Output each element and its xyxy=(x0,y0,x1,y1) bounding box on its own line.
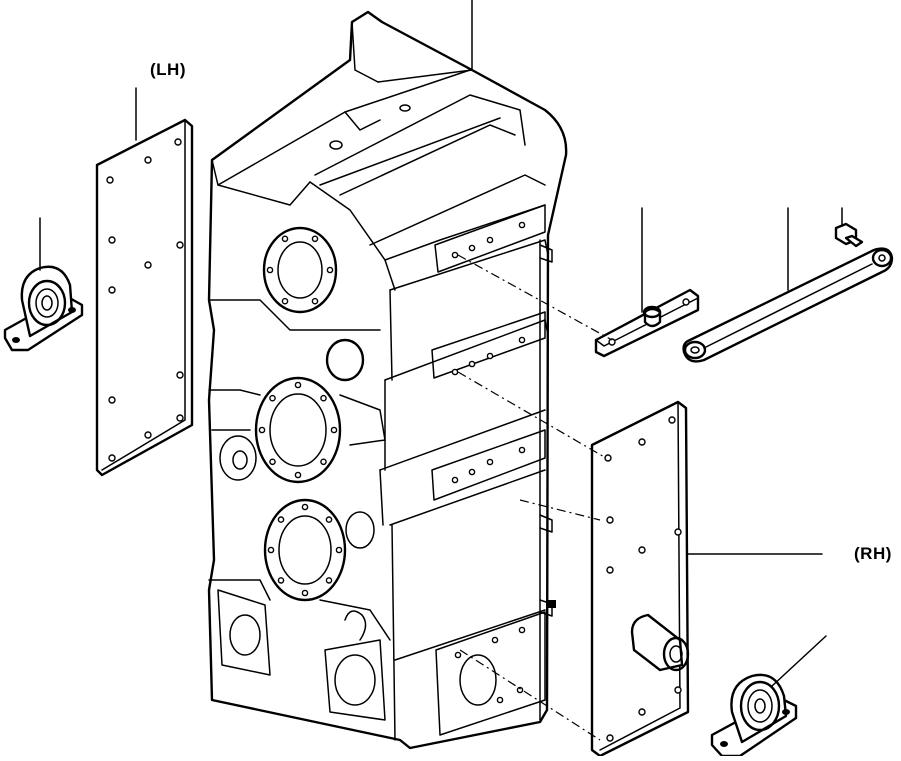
bolt-hole xyxy=(451,251,459,259)
bolt-hole xyxy=(518,626,526,634)
bolt-hole xyxy=(277,577,285,584)
bolt-hole xyxy=(491,636,499,644)
bolt-hole xyxy=(269,394,276,402)
bolt-hole xyxy=(454,651,462,659)
bolt-hole xyxy=(468,360,476,368)
bolt-hole xyxy=(277,516,285,523)
bolt-hole xyxy=(294,471,302,479)
lh-cover-plate xyxy=(95,118,194,477)
bolt-hole xyxy=(301,589,309,597)
bolt-hole xyxy=(451,368,459,376)
bolt-hole xyxy=(281,235,289,243)
bolt-hole xyxy=(468,244,476,252)
bolt-hole xyxy=(301,503,309,511)
bolt-hole xyxy=(266,266,274,274)
bolt-hole xyxy=(311,297,319,305)
right-hand-label: (RH) xyxy=(854,544,892,563)
bracket-with-pin xyxy=(594,288,700,358)
bolt-hole xyxy=(518,336,526,344)
bolt-hole xyxy=(320,394,327,402)
bolt-hole xyxy=(330,426,338,434)
rh-cover-plate-with-shaft xyxy=(590,400,690,758)
gear-case-housing xyxy=(207,0,568,750)
bolt-hole xyxy=(468,468,476,476)
left-hand-label: (LH) xyxy=(150,60,186,79)
bolt-hole xyxy=(486,236,494,244)
assembly-dashed-lines xyxy=(457,254,613,741)
bolt-hole xyxy=(486,458,494,466)
bolt-hole xyxy=(267,546,275,554)
bolt-hole xyxy=(516,686,524,694)
bolt-hole xyxy=(269,458,276,466)
bolt-hole xyxy=(486,352,494,360)
bolt xyxy=(834,222,864,248)
bolt-hole xyxy=(451,476,459,484)
bolt-hole xyxy=(325,516,333,523)
bolt-hole xyxy=(335,546,343,554)
rh-pillow-block-bearing xyxy=(710,673,798,758)
lh-pillow-block-bearing xyxy=(3,265,84,352)
bolt-hole xyxy=(281,297,289,305)
bolt-hole xyxy=(518,221,526,229)
bolt-hole xyxy=(326,266,334,274)
bolt-hole xyxy=(311,235,319,243)
bolt-hole xyxy=(496,696,504,704)
connecting-rod xyxy=(682,247,894,363)
bolt-hole xyxy=(294,381,302,389)
bolt-hole xyxy=(320,458,327,466)
bolt-hole xyxy=(258,426,266,434)
bolt-hole xyxy=(325,577,333,584)
bolt-hole xyxy=(518,446,526,454)
